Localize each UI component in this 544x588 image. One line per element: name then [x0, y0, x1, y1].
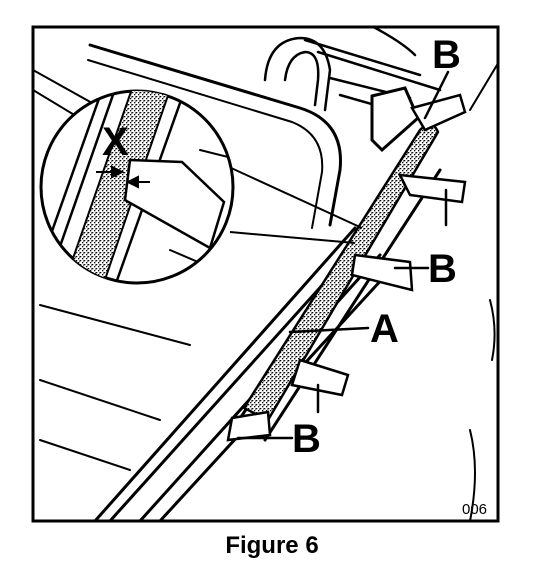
magnifier-cone — [217, 161, 363, 244]
label-a: A — [370, 307, 399, 351]
label-b-bottom: B — [292, 417, 321, 461]
label-b-top: B — [432, 33, 461, 77]
tray-inner-edge — [88, 43, 342, 227]
dimension-x-arrows — [96, 165, 150, 189]
retaining-tabs — [226, 93, 467, 442]
figure-caption: Figure 6 — [225, 532, 319, 559]
tray-inner-edge-2 — [87, 59, 324, 229]
detail-gasket — [60, 91, 178, 283]
background-curves — [469, 61, 498, 521]
figure-code: 006 — [462, 501, 487, 518]
leader-lines — [236, 70, 450, 440]
clip-block-top — [370, 86, 420, 153]
label-x: X — [102, 120, 129, 164]
label-b-right: B — [428, 247, 457, 291]
